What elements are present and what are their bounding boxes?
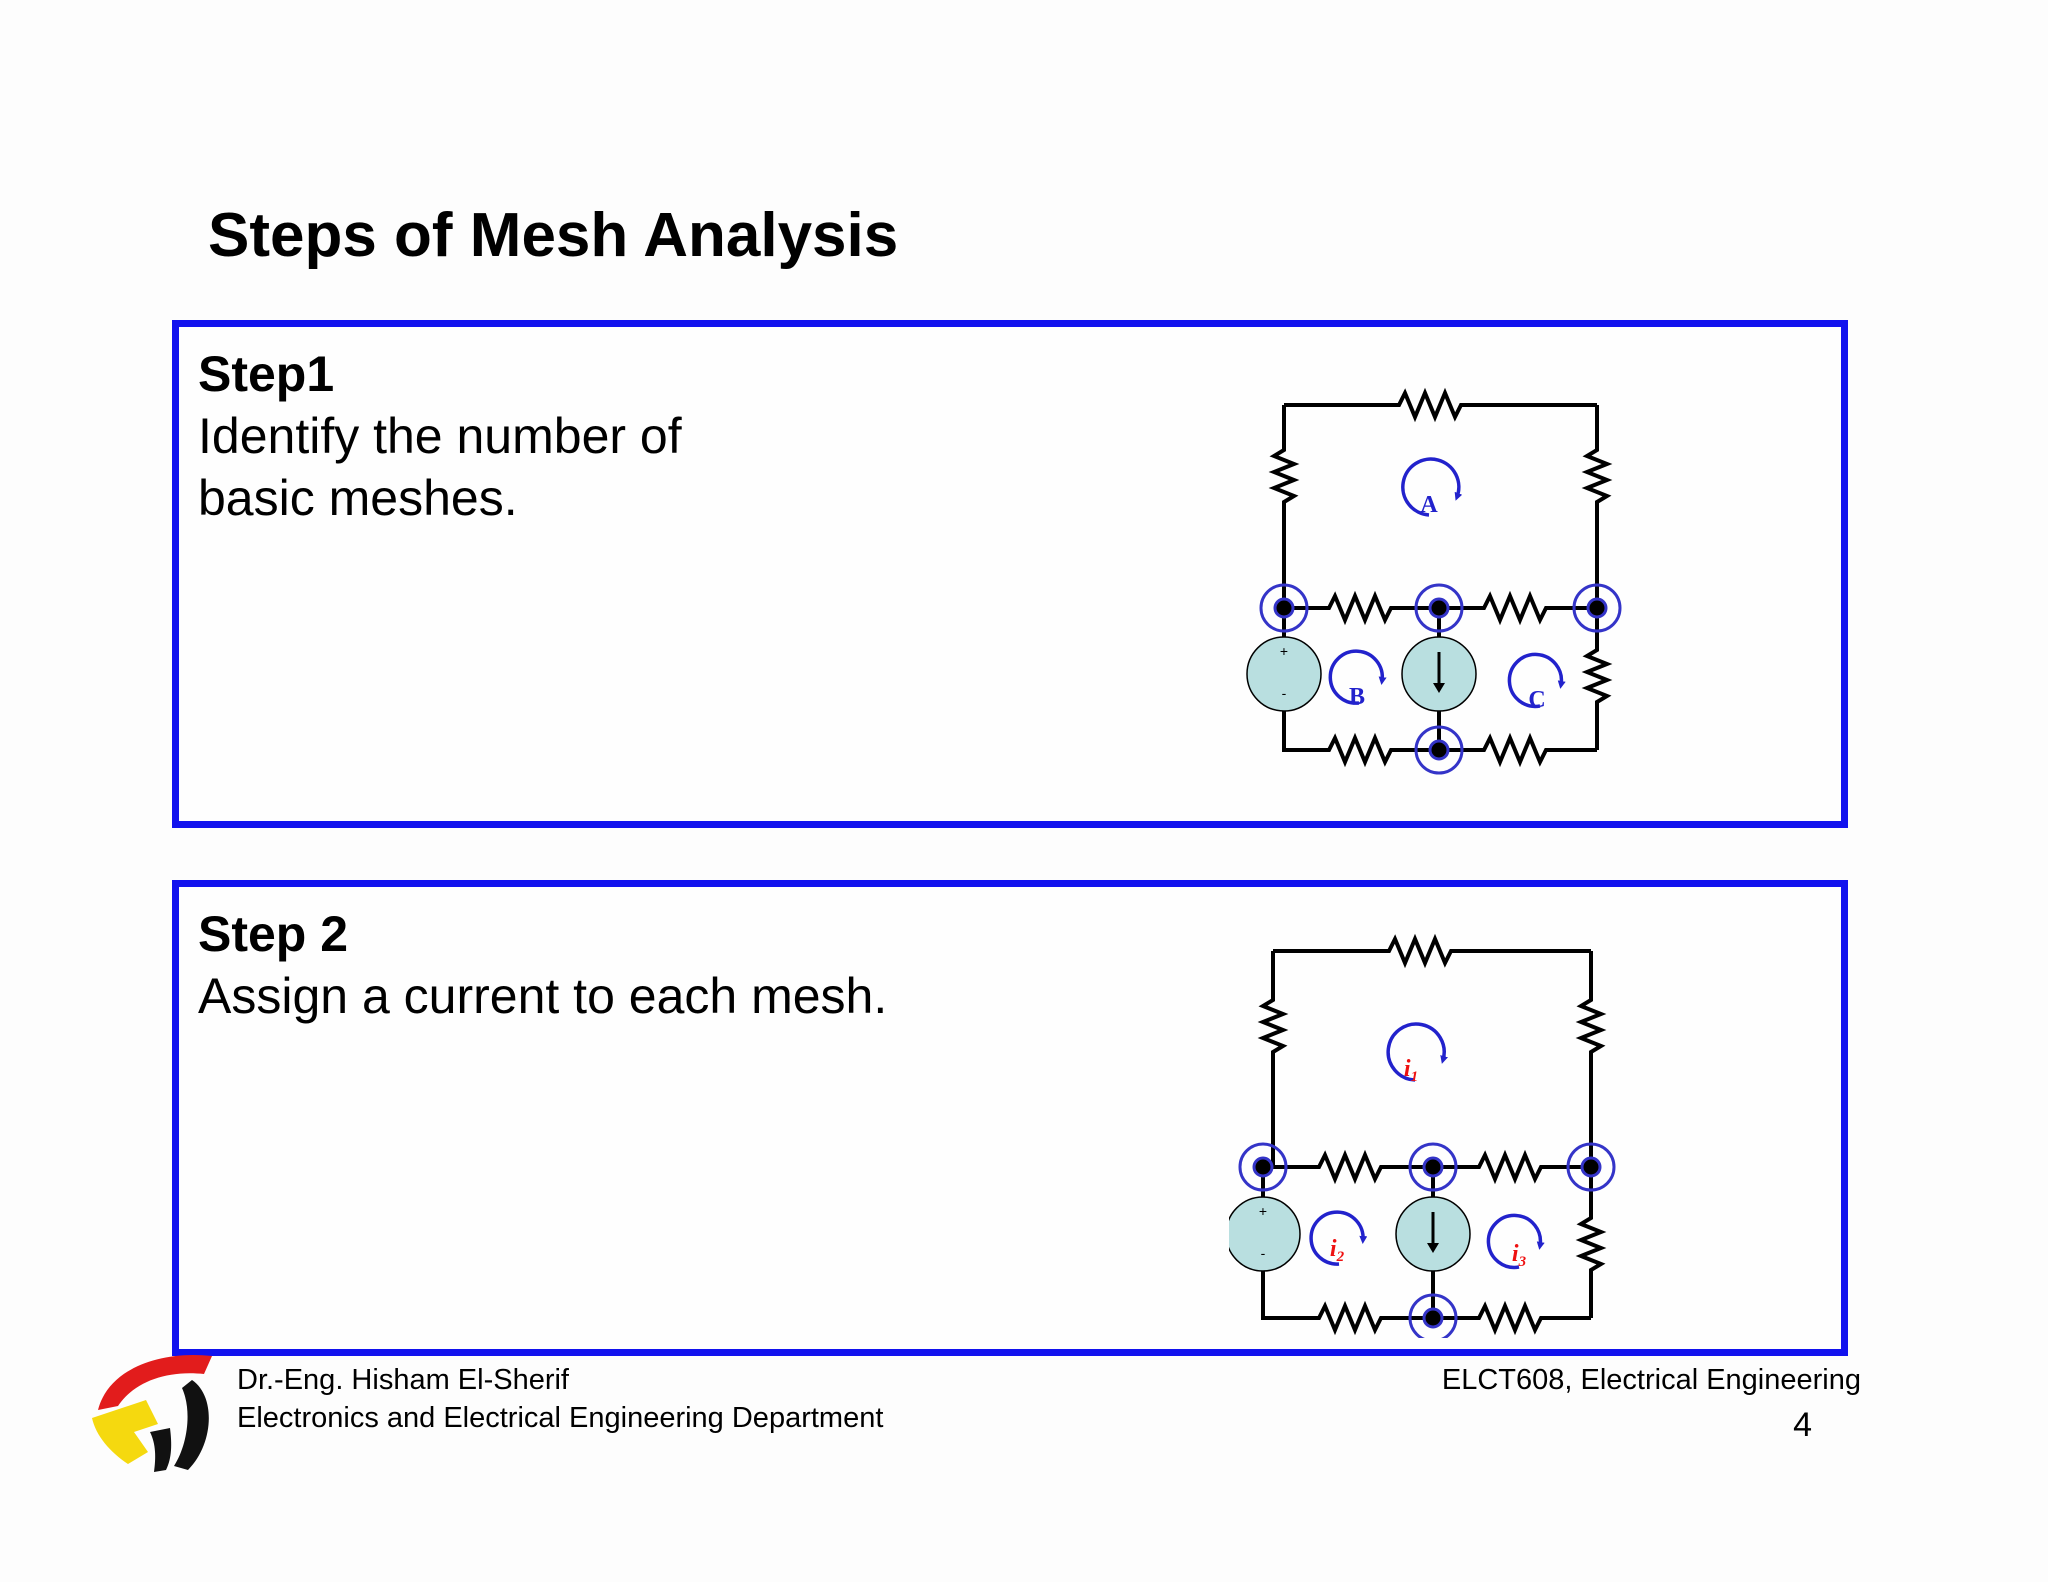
resistor-middle-right — [1433, 1149, 1591, 1185]
resistor-bottom-right — [1433, 1300, 1591, 1336]
resistor-left-upper — [1257, 951, 1289, 1167]
node-bottom-ring — [1408, 1293, 1458, 1338]
node-bottom — [1422, 1307, 1444, 1329]
slide-title: Steps of Mesh Analysis — [208, 201, 899, 270]
node-right — [1580, 1156, 1602, 1178]
resistor-right-upper — [1581, 405, 1613, 608]
footer-author: Dr.-Eng. Hisham El-Sherif — [237, 1364, 569, 1396]
page-number: 4 — [1793, 1406, 1812, 1444]
source-minus-sign: - — [1261, 1245, 1266, 1261]
step2-heading: Step 2 — [198, 906, 349, 962]
mesh-label-b: B — [1349, 684, 1365, 710]
node-right-ring — [1566, 1142, 1616, 1192]
clockwise-arrow-icon — [1309, 1210, 1368, 1266]
source-minus-sign: - — [1282, 685, 1287, 701]
node-middle — [1422, 1156, 1444, 1178]
resistor-top — [1284, 387, 1597, 423]
resistor-right-upper — [1575, 951, 1607, 1167]
resistor-bottom-right — [1439, 732, 1597, 768]
node-right — [1586, 597, 1608, 619]
node-left-ring — [1238, 1142, 1288, 1192]
clockwise-arrow-icon — [1507, 652, 1566, 709]
resistor-middle-left — [1284, 590, 1439, 626]
resistor-middle-right — [1439, 590, 1597, 626]
mesh-current-i1: i1 — [1404, 1056, 1418, 1085]
node-left — [1252, 1156, 1274, 1178]
step1-heading: Step1 — [198, 346, 335, 402]
resistor-top — [1273, 933, 1591, 969]
mesh-label-a: A — [1420, 492, 1438, 518]
node-left — [1273, 597, 1295, 619]
footer-course: ELCT608, Electrical Engineering — [1441, 1364, 1861, 1396]
voltage-source — [1246, 636, 1322, 712]
node-right-ring — [1572, 583, 1622, 633]
step1-text: Identify the number of basic meshes. — [198, 408, 682, 526]
footer-department: Electronics and Electrical Engineering D… — [237, 1402, 884, 1434]
source-plus-sign: + — [1280, 643, 1288, 659]
node-bottom-ring — [1414, 725, 1464, 775]
node-middle — [1428, 597, 1450, 619]
step2-box: Step 2 Assign a current to each mesh. + … — [172, 880, 1848, 1356]
step2-text: Assign a current to each mesh. — [198, 968, 888, 1024]
resistor-right-lower — [1575, 1167, 1607, 1318]
clockwise-arrow-icon — [1328, 649, 1387, 705]
step1-box: Step1 Identify the number of basic meshe… — [172, 320, 1848, 828]
step1-circuit-diagram: + - A B C — [1246, 387, 1622, 775]
clockwise-arrow-icon — [1386, 1022, 1448, 1082]
node-middle-ring — [1408, 1142, 1458, 1192]
node-bottom — [1428, 739, 1450, 761]
node-left-ring — [1259, 583, 1309, 633]
source-plus-sign: + — [1259, 1203, 1267, 1219]
resistor-middle-left — [1273, 1149, 1433, 1185]
mesh-current-i2: i2 — [1330, 1236, 1345, 1265]
resistor-left-upper — [1268, 405, 1300, 608]
resistor-right-lower — [1581, 608, 1613, 750]
clockwise-arrow-icon — [1486, 1213, 1545, 1270]
step2-circuit-diagram: + - i1 i2 i3 — [1229, 933, 1616, 1338]
mesh-current-i3: i3 — [1512, 1241, 1527, 1270]
node-middle-ring — [1414, 583, 1464, 633]
voltage-source — [1229, 1196, 1301, 1272]
university-logo-icon — [92, 1354, 212, 1472]
clockwise-arrow-icon — [1401, 457, 1463, 517]
mesh-label-c: C — [1528, 687, 1545, 713]
